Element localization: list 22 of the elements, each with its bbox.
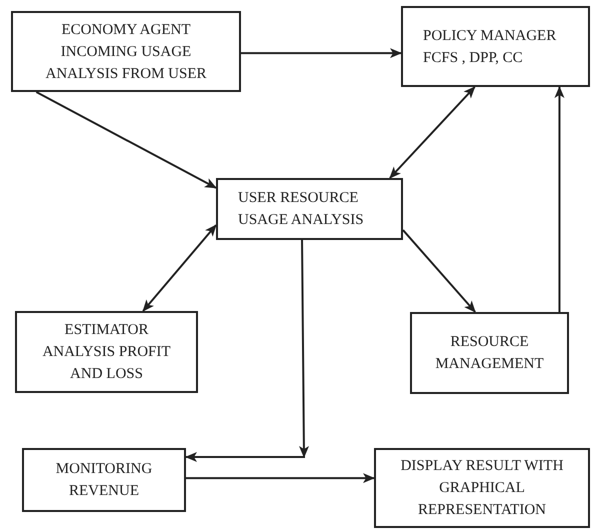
box-label: ECONOMY AGENT INCOMING USAGE ANALYSIS FROM USER xyxy=(44,20,208,84)
process-box xyxy=(216,178,403,240)
box-label: MONITORING REVENUE xyxy=(54,460,154,501)
arrow xyxy=(142,224,217,312)
process-box xyxy=(410,312,569,394)
arrow xyxy=(241,48,402,58)
box-label: DISPLAY RESULT WITH GRAPHICAL REPRESENTATION xyxy=(400,457,564,520)
process-box xyxy=(15,311,198,393)
arrow xyxy=(186,240,309,462)
arrow xyxy=(402,229,476,313)
arrow xyxy=(36,91,217,189)
process-box xyxy=(11,11,241,92)
arrow xyxy=(186,473,375,484)
box-label: ESTIMATOR ANALYSIS PROFIT AND LOSS xyxy=(41,321,172,384)
arrow xyxy=(554,86,564,312)
arrow xyxy=(389,86,476,179)
box-label: USER RESOURCE USAGE ANALYSIS xyxy=(237,189,365,230)
process-box xyxy=(22,448,186,512)
process-box xyxy=(401,6,590,87)
process-box xyxy=(374,448,590,528)
box-label: POLICY MANAGER FCFS , DPP, CC xyxy=(422,26,558,68)
box-label: RESOURCE MANAGEMENT xyxy=(434,333,545,374)
